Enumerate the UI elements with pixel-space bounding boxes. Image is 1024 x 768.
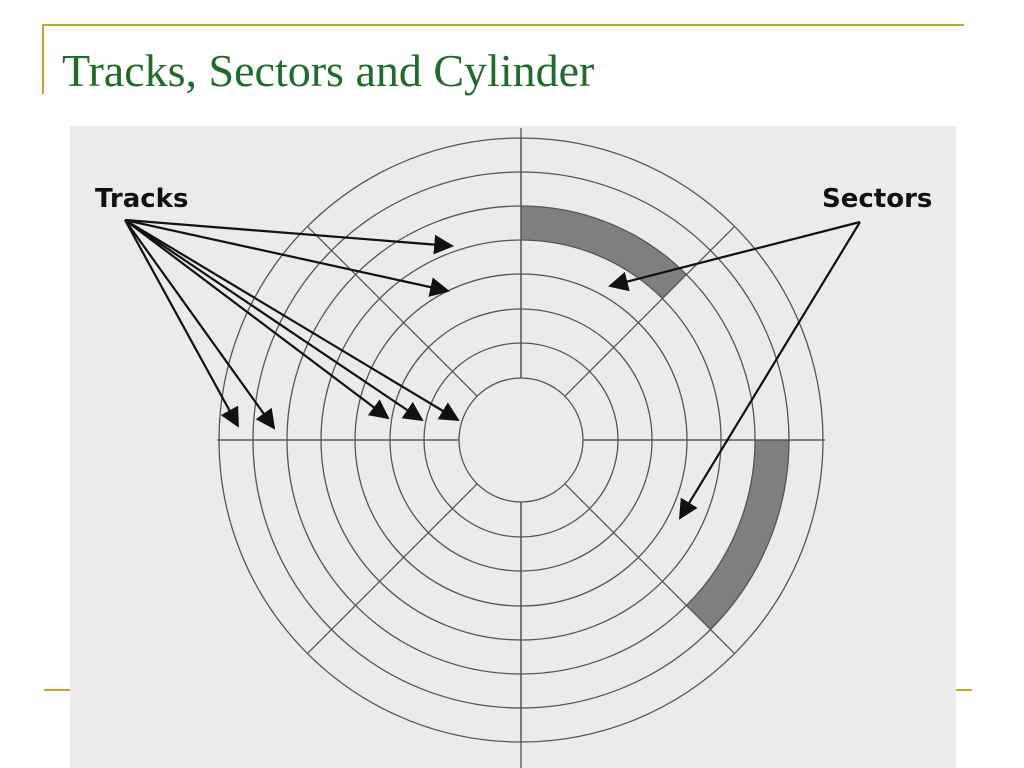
frame-bottom-left-line bbox=[44, 689, 70, 691]
sector-divider bbox=[306, 225, 478, 397]
tracks-arrow bbox=[124, 219, 239, 428]
disk-diagram-figure: Tracks Sectors bbox=[70, 126, 956, 768]
highlighted-sectors bbox=[521, 206, 789, 630]
sectors-arrow bbox=[608, 220, 861, 292]
sector-divider bbox=[306, 483, 478, 655]
frame-top-line bbox=[42, 24, 964, 26]
sectors-arrow bbox=[678, 221, 861, 520]
slide-title: Tracks, Sectors and Cylinder bbox=[62, 45, 595, 96]
frame-bottom-right-line bbox=[956, 689, 972, 691]
tracks-arrow bbox=[124, 218, 450, 297]
tracks-arrow bbox=[124, 219, 390, 420]
track-circle bbox=[458, 377, 584, 503]
disk-diagram: Tracks Sectors bbox=[95, 128, 932, 768]
tracks-label: Tracks bbox=[95, 184, 188, 214]
tracks-arrow bbox=[124, 219, 424, 422]
sectors-label: Sectors bbox=[822, 184, 932, 214]
callout-arrows bbox=[124, 218, 861, 520]
sector-divider bbox=[564, 483, 736, 655]
sector-divider-lines bbox=[217, 128, 825, 768]
tracks-arrow bbox=[124, 219, 460, 422]
tracks-arrow bbox=[124, 218, 454, 255]
highlighted-sector bbox=[521, 206, 687, 299]
tracks-arrow bbox=[124, 219, 276, 430]
highlighted-sector bbox=[686, 440, 789, 630]
sector-divider bbox=[564, 225, 736, 397]
frame-left-line bbox=[42, 24, 44, 94]
